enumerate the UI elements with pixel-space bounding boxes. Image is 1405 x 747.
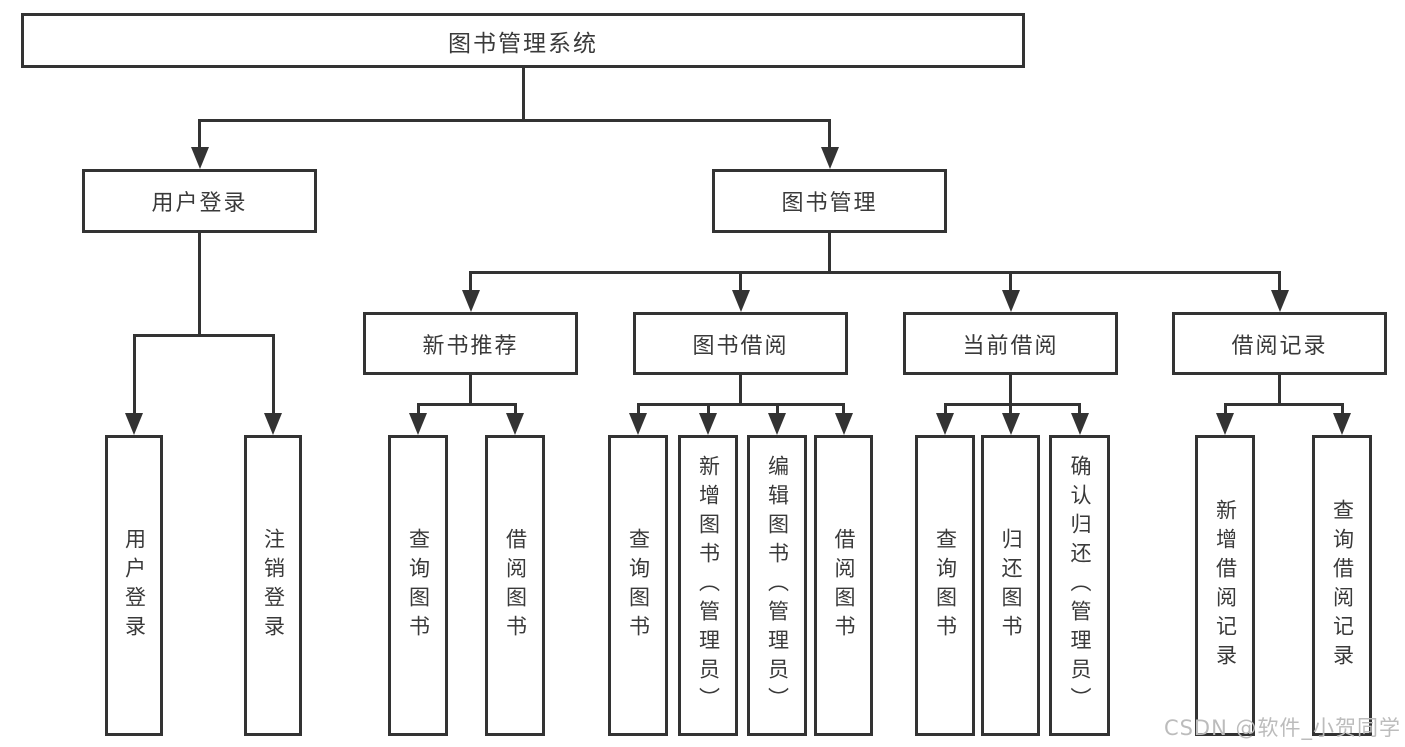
node-label-user-login: 用户登录 — [151, 191, 248, 216]
connector-line — [828, 233, 831, 274]
node-leaf-q3: 查询图书 — [915, 435, 975, 736]
node-leaf-b1: 借阅图书 — [485, 435, 545, 736]
node-borrow-rec: 借阅记录 — [1172, 312, 1387, 375]
connector-line — [775, 404, 779, 417]
node-label-leaf-q2: 查询图书 — [626, 527, 651, 644]
node-label-leaf-b1: 借阅图书 — [503, 527, 528, 644]
node-leaf-add: 新增图书（管理员） — [678, 435, 738, 736]
connector-line — [1009, 404, 1012, 417]
node-label-leaf-qrec: 查询借阅记录 — [1330, 498, 1355, 673]
connector-line — [469, 375, 472, 406]
node-book-borrow: 图书借阅 — [633, 312, 848, 375]
arrowhead-icon — [834, 413, 853, 435]
node-leaf-q1: 查询图书 — [388, 435, 448, 736]
arrowhead-icon — [731, 290, 750, 312]
node-label-leaf-add: 新增图书（管理员） — [696, 455, 721, 716]
connector-line — [842, 404, 845, 417]
arrowhead-icon — [1001, 290, 1020, 312]
connector-line — [1009, 272, 1012, 294]
node-label-book-mgmt: 图书管理 — [781, 191, 878, 216]
connector-line — [1278, 375, 1281, 406]
connector-line — [706, 404, 710, 417]
node-label-leaf-b2: 借阅图书 — [832, 527, 856, 644]
node-label-leaf-addrec: 新增借阅记录 — [1213, 498, 1238, 673]
connector-line — [132, 333, 275, 337]
node-label-leaf-edit: 编辑图书（管理员） — [765, 455, 790, 716]
connector-line — [1340, 404, 1344, 417]
connector-line — [1278, 272, 1281, 294]
node-cur-borrow: 当前借阅 — [903, 312, 1118, 375]
connector-line — [198, 233, 201, 337]
connector-line — [132, 335, 136, 417]
arrowhead-icon — [409, 413, 427, 435]
arrowhead-icon — [264, 413, 282, 435]
connector-line — [1223, 404, 1227, 417]
connector-line — [943, 402, 1081, 406]
node-label-root: 图书管理系统 — [448, 30, 598, 57]
node-label-cur-borrow: 当前借阅 — [962, 333, 1059, 359]
node-leaf-b2: 借阅图书 — [814, 435, 873, 736]
connector-line — [943, 404, 947, 417]
arrowhead-icon — [629, 413, 647, 435]
connector-line — [271, 335, 275, 417]
node-label-leaf-q1: 查询图书 — [406, 527, 431, 644]
node-new-books: 新书推荐 — [363, 312, 578, 375]
arrowhead-icon — [1001, 413, 1020, 435]
connector-line — [198, 118, 831, 122]
node-leaf-login: 用户登录 — [105, 435, 163, 736]
node-label-leaf-confirm: 确认归还（管理员） — [1068, 455, 1092, 716]
connector-line — [1009, 375, 1012, 406]
node-leaf-confirm: 确认归还（管理员） — [1049, 435, 1110, 736]
node-leaf-qrec: 查询借阅记录 — [1312, 435, 1372, 736]
connector-line — [198, 120, 201, 151]
node-leaf-return: 归还图书 — [981, 435, 1040, 736]
node-label-leaf-logout: 注销登录 — [261, 527, 286, 644]
connector-line — [636, 402, 845, 406]
connector-line — [469, 272, 472, 294]
arrowhead-icon — [699, 413, 717, 435]
node-label-leaf-q3: 查询图书 — [933, 527, 958, 644]
connector-line — [513, 404, 517, 417]
connector-line — [828, 120, 831, 151]
arrowhead-icon — [820, 147, 839, 169]
connector-line — [469, 270, 1281, 274]
connector-line — [416, 404, 420, 417]
arrowhead-icon — [461, 290, 480, 312]
connector-line — [739, 375, 742, 406]
node-leaf-addrec: 新增借阅记录 — [1195, 435, 1255, 736]
arrowhead-icon — [190, 147, 209, 169]
node-leaf-q2: 查询图书 — [608, 435, 668, 736]
arrowhead-icon — [1070, 413, 1089, 435]
connector-line — [1078, 404, 1081, 417]
node-label-borrow-rec: 借阅记录 — [1231, 333, 1328, 359]
connector-line — [521, 68, 525, 122]
arrowhead-icon — [1270, 290, 1289, 312]
node-label-new-books: 新书推荐 — [422, 333, 519, 359]
node-leaf-logout: 注销登录 — [244, 435, 302, 736]
connector-line — [636, 404, 640, 417]
node-label-leaf-return: 归还图书 — [999, 527, 1023, 644]
node-label-book-borrow: 图书借阅 — [692, 333, 789, 359]
arrowhead-icon — [506, 413, 524, 435]
arrowhead-icon — [936, 413, 954, 435]
arrowhead-icon — [1216, 413, 1234, 435]
connector-line — [739, 272, 742, 294]
arrowhead-icon — [125, 413, 143, 435]
node-leaf-edit: 编辑图书（管理员） — [747, 435, 807, 736]
node-root: 图书管理系统 — [21, 13, 1025, 68]
node-label-leaf-login: 用户登录 — [122, 527, 147, 644]
arrowhead-icon — [1333, 413, 1351, 435]
connector-line — [1223, 402, 1344, 406]
node-book-mgmt: 图书管理 — [712, 169, 947, 233]
csdn-watermark: CSDN @软件_小贺同学 — [1163, 716, 1401, 740]
arrowhead-icon — [768, 413, 786, 435]
node-user-login: 用户登录 — [82, 169, 317, 233]
connector-line — [416, 402, 517, 406]
